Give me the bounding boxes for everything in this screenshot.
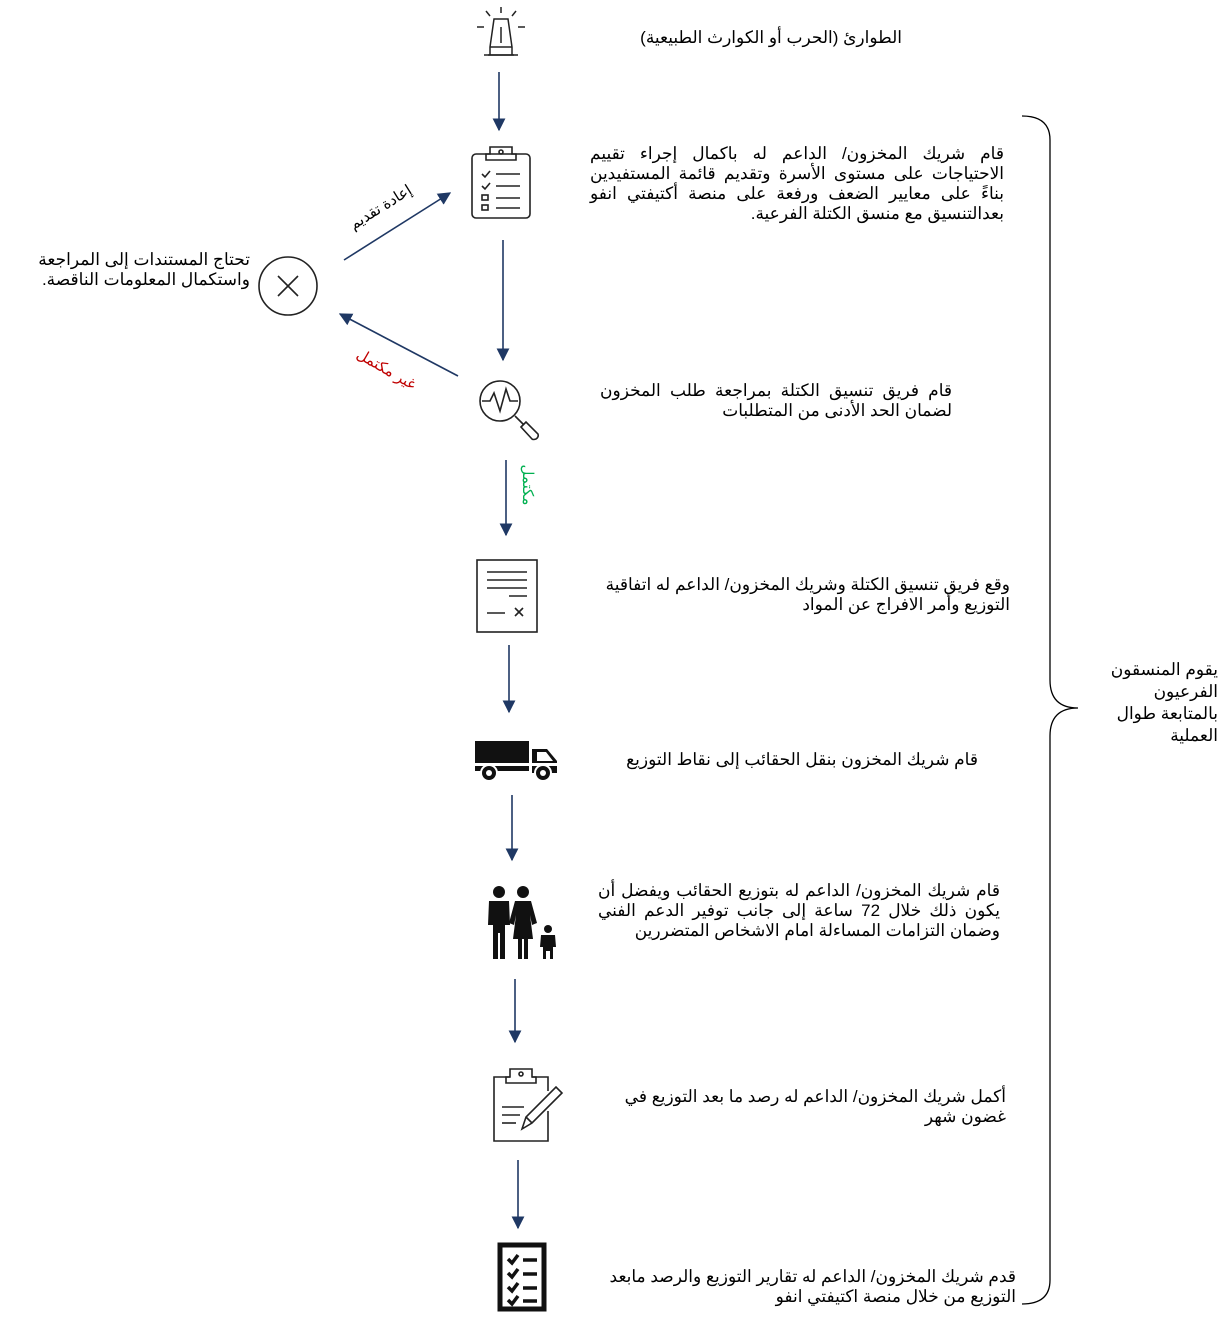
- step-needs-assessment-text: قام شريك المخزون/ الداعم له باكمال إجراء…: [590, 144, 1004, 223]
- step-agreement-text: وقع فريق تنسيق الكتلة وشريك المخزون/ الد…: [605, 575, 1010, 614]
- clipboard-pencil-icon: [486, 1065, 566, 1150]
- step-distribution-text: قام شريك المخزون/ الداعم له بتوزيع الحقا…: [598, 881, 1000, 940]
- step-reporting-text: قدم شريك المخزون/ الداعم له تقارير التوز…: [609, 1267, 1016, 1306]
- signed-document-icon: [475, 558, 539, 639]
- right-brace: [1021, 115, 1079, 1305]
- incomplete-arrow: [338, 313, 459, 377]
- step-emergency-text: الطوارئ (الحرب أو الكوارث الطبيعية): [640, 28, 902, 47]
- step-review-text: قام فريق تنسيق الكتلة بمراجعة طلب المخزو…: [600, 381, 952, 420]
- brace-label: يقوم المنسقون الفرعيون بالمتابعة طوال ال…: [1110, 660, 1218, 745]
- rejection-note-text: تحتاج المستندات إلى المراجعة واستكمال ال…: [38, 250, 250, 289]
- checklist-report-icon: [497, 1242, 547, 1317]
- resubmit-arrow: [343, 192, 452, 261]
- siren-icon: [474, 5, 528, 64]
- checklist-clipboard-icon: [470, 142, 532, 227]
- family-icon: [485, 885, 561, 966]
- truck-icon: [475, 737, 559, 788]
- complete-label: مكتمل: [519, 464, 536, 506]
- magnifier-heartbeat-icon: [476, 377, 542, 450]
- step-monitoring-text: أكمل شريك المخزون/ الداعم له رصد ما بعد …: [624, 1087, 1006, 1126]
- step-transport-text: قام شريك المخزون بنقل الحقائب إلى نقاط ا…: [626, 750, 978, 769]
- x-circle-icon: [257, 255, 319, 322]
